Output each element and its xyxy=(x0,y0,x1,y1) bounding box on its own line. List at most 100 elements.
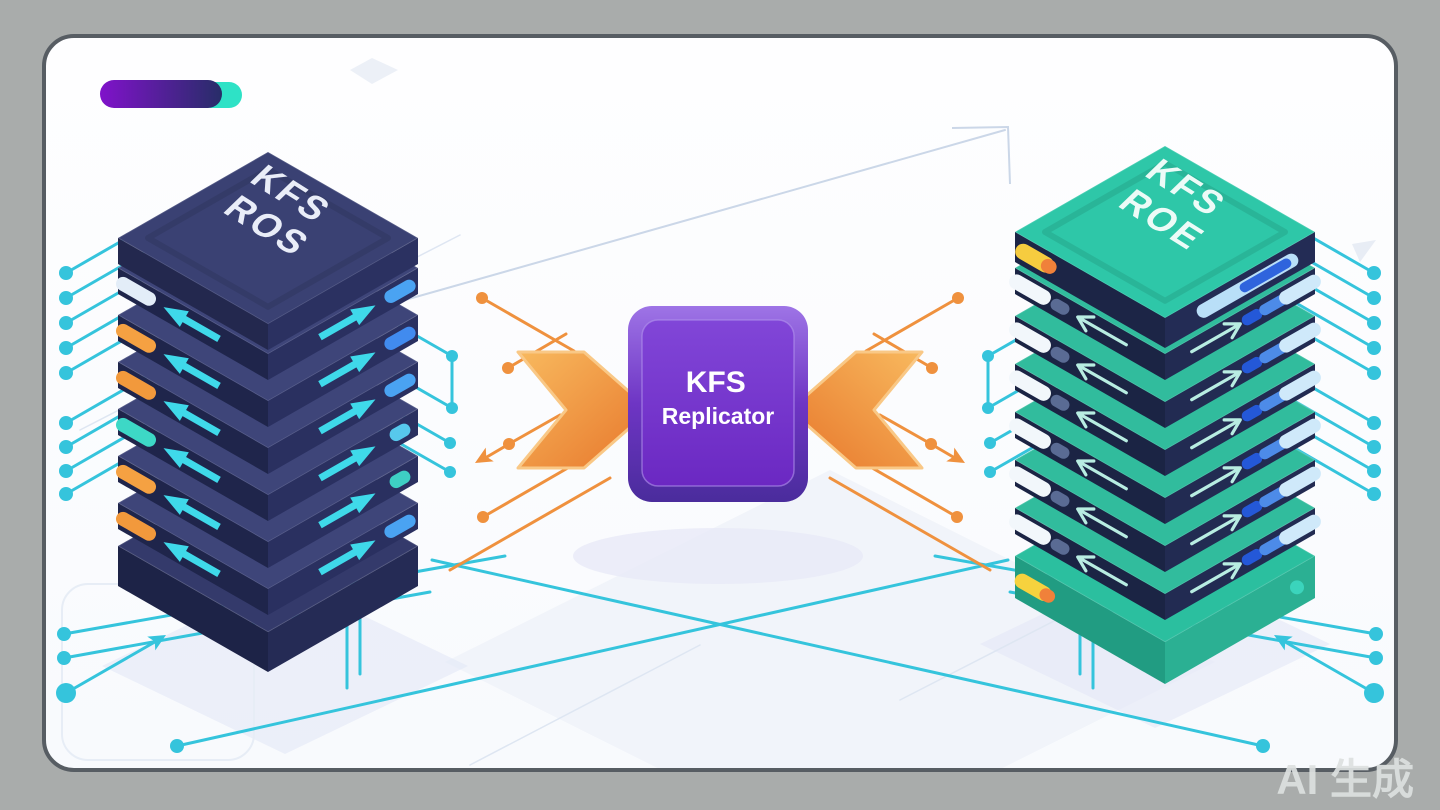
trace-dot xyxy=(1367,487,1381,501)
slab-face-right xyxy=(1165,556,1315,684)
trace-line xyxy=(480,296,576,353)
trace-dot xyxy=(982,402,994,414)
indicator-chip xyxy=(1009,514,1051,545)
data-flow-arrow-icon xyxy=(1190,562,1242,594)
data-flow-arrow-icon xyxy=(1190,370,1242,402)
trace-dot xyxy=(477,511,489,523)
trace-dot xyxy=(56,683,76,703)
indicator-chip xyxy=(384,326,416,351)
data-flow-arrow-icon xyxy=(1190,514,1242,546)
indicator-chip xyxy=(1040,258,1057,274)
flow-arrow-right-to-center xyxy=(788,350,924,470)
replicator-node xyxy=(628,306,808,502)
indicator-chip xyxy=(389,423,411,442)
right-stack xyxy=(1009,145,1321,684)
trace-dot xyxy=(59,487,73,501)
replicator-face xyxy=(641,319,795,487)
indicator-chip xyxy=(384,373,416,398)
indicator-chip xyxy=(1241,452,1263,470)
data-flow-arrow-icon xyxy=(1076,459,1128,491)
trace-dot xyxy=(984,437,996,449)
deco-diamond-small xyxy=(350,58,398,84)
indicator-chip xyxy=(115,417,157,447)
flow-arrows xyxy=(516,350,924,470)
trace-dot xyxy=(476,292,488,304)
trace-line xyxy=(64,637,162,695)
trace-dot xyxy=(59,440,73,454)
data-flow-arrow-icon xyxy=(318,305,376,341)
data-flow-arrow-icon xyxy=(163,307,221,342)
indicator-chip xyxy=(1009,322,1051,353)
trace-dot xyxy=(502,362,514,374)
trace-arrowhead-icon xyxy=(147,635,166,651)
data-flow-arrow-icon xyxy=(1190,466,1242,498)
trace-dot xyxy=(926,362,938,374)
trace-dot xyxy=(1367,291,1381,305)
base-dot xyxy=(1290,580,1304,595)
indicator-chip xyxy=(1241,500,1263,518)
trace-dot xyxy=(59,416,73,430)
trace-line xyxy=(878,413,933,446)
deco-arrow-head-icon xyxy=(951,125,1011,185)
indicator-chip xyxy=(1279,274,1321,305)
trace-dot xyxy=(1364,683,1384,703)
trace-dot xyxy=(1367,464,1381,478)
deco-arrow-line xyxy=(397,129,1006,303)
trace-arrowhead-icon xyxy=(475,447,494,463)
trace-dot xyxy=(446,402,458,414)
trace-dot xyxy=(1369,651,1383,665)
indicator-chip xyxy=(1279,466,1321,497)
trace-dot xyxy=(59,316,73,330)
data-flow-arrow-icon xyxy=(1190,418,1242,450)
trace-dot xyxy=(57,627,71,641)
deco-line xyxy=(469,644,701,766)
indicator-chip xyxy=(384,279,416,304)
slab-face-left xyxy=(118,546,268,672)
indicator-chip xyxy=(1050,394,1070,411)
trace-dot xyxy=(984,466,996,478)
indicator-chip xyxy=(115,370,157,400)
card-content: KFS ROS KFS ROE KFS Replicator xyxy=(44,36,1396,770)
trace-dot xyxy=(982,350,994,362)
indicator-chip xyxy=(1009,274,1051,305)
indicator-chip xyxy=(389,470,411,489)
indicator-chip xyxy=(1050,346,1070,363)
trace-line xyxy=(175,558,1010,748)
trace-dot xyxy=(1367,341,1381,355)
indicator-chip xyxy=(1239,258,1292,293)
flow-arrow-left-to-center xyxy=(516,350,652,470)
data-flow-arrow-icon xyxy=(1076,363,1128,395)
trace-dot xyxy=(57,651,71,665)
trace-dot xyxy=(1367,366,1381,380)
plate-inner-rim xyxy=(145,166,391,310)
trace-dot xyxy=(925,438,937,450)
trace-dot xyxy=(59,291,73,305)
data-flow-arrow-icon xyxy=(163,448,221,483)
trace-dot xyxy=(444,466,456,478)
indicator-chip xyxy=(1241,356,1263,374)
data-flow-arrow-icon xyxy=(318,352,376,388)
trace-dot xyxy=(59,464,73,478)
trace-dot xyxy=(1367,416,1381,430)
trace-line xyxy=(430,558,1265,748)
indicator-chip xyxy=(1050,298,1070,315)
trace-dot xyxy=(1369,627,1383,641)
indicator-chip xyxy=(115,464,157,494)
trace-line xyxy=(1278,637,1376,695)
indicator-chip xyxy=(1279,322,1321,353)
trace-dot xyxy=(1367,316,1381,330)
indicator-chip xyxy=(115,276,157,306)
slab-face-left xyxy=(1015,556,1165,684)
indicator-chip xyxy=(1050,538,1070,555)
slab-face-right xyxy=(268,546,418,672)
trace-dot xyxy=(1367,266,1381,280)
trace-line xyxy=(448,476,612,572)
trace-arrowhead-icon xyxy=(1274,635,1293,651)
replicator-label: KFS Replicator xyxy=(662,366,775,429)
slab-face-left xyxy=(118,238,268,350)
trace-dot xyxy=(1367,440,1381,454)
data-flow-arrow-icon xyxy=(1190,322,1242,354)
logo-bar-gradient xyxy=(100,80,222,108)
trace-dot xyxy=(446,350,458,362)
